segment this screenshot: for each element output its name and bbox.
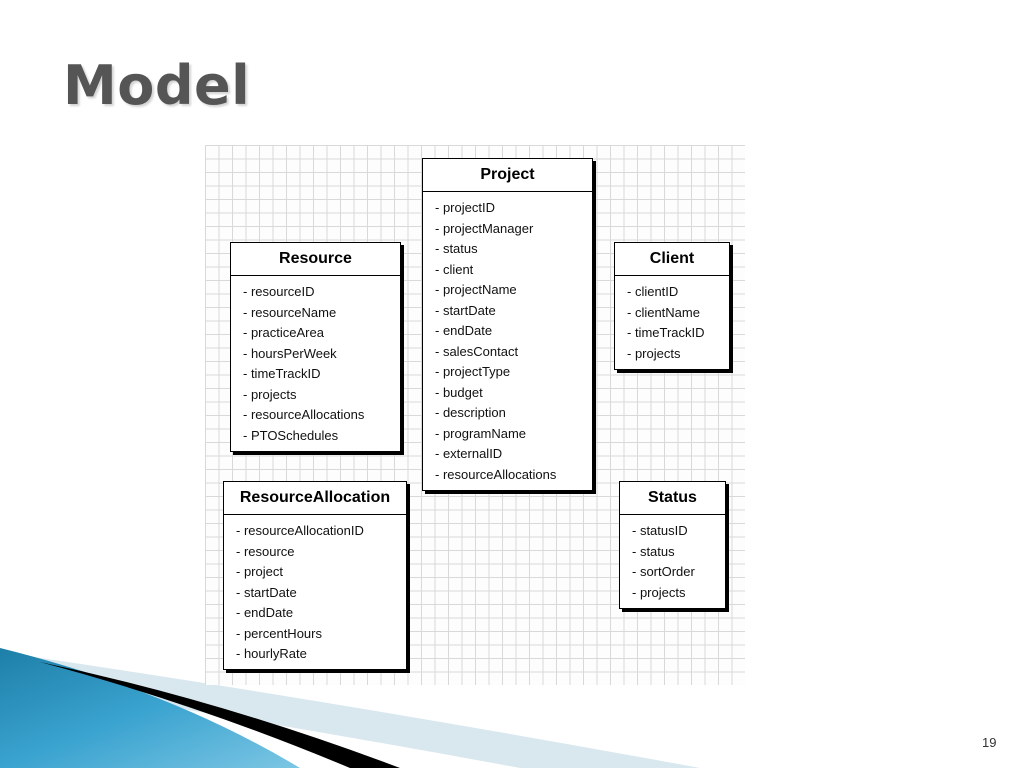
- attribute-item: - projects: [627, 345, 681, 361]
- attribute-item: - startDate: [236, 584, 297, 600]
- attribute-item: - client: [435, 261, 474, 277]
- attribute-list: - statusID - status - sortOrder - projec…: [620, 515, 725, 603]
- entity-resource-allocation: ResourceAllocation - resourceAllocationI…: [223, 481, 407, 670]
- entity-title: ResourceAllocation: [224, 482, 406, 515]
- attribute-item: - resource: [236, 543, 295, 559]
- attribute-item: - status: [632, 543, 675, 559]
- attribute-item: - resourceID: [243, 284, 315, 299]
- attribute-item: - practiceArea: [243, 325, 324, 340]
- attribute-item: - programName: [435, 425, 527, 441]
- attribute-item: - timeTrackID: [627, 325, 705, 340]
- swoosh-black-band: [40, 662, 400, 768]
- entity-title: Resource: [231, 243, 400, 276]
- attribute-item: - hoursPerWeek: [243, 345, 337, 361]
- attribute-item: - projectID: [435, 200, 495, 215]
- entity-client: Client - clientID - clientName - timeTra…: [614, 242, 730, 370]
- attribute-item: - resourceAllocations: [243, 407, 365, 422]
- attribute-list: - clientID - clientName - timeTrackID - …: [615, 276, 729, 364]
- attribute-item: - description: [435, 405, 506, 420]
- attribute-item: - externalID: [435, 446, 503, 461]
- attribute-item: - clientName: [627, 304, 700, 320]
- entity-title: Status: [620, 482, 725, 515]
- entity-title: Client: [615, 243, 729, 276]
- attribute-item: - project: [236, 564, 283, 579]
- attribute-item: - salesContact: [435, 343, 519, 359]
- attribute-item: - endDate: [435, 323, 493, 338]
- attribute-item: - percentHours: [236, 625, 322, 641]
- attribute-item: - projectName: [435, 282, 517, 297]
- attribute-item: - budget: [435, 384, 483, 400]
- attribute-item: - resourceAllocationID: [236, 523, 364, 538]
- attribute-item: - timeTrackID: [243, 366, 321, 381]
- attribute-item: - projects: [243, 386, 297, 402]
- slide-number: 19: [982, 735, 997, 750]
- attribute-item: - PTOSchedules: [243, 427, 339, 443]
- swoosh-light-band: [0, 652, 700, 768]
- attribute-item: - resourceName: [243, 304, 337, 320]
- slide-title: Model: [63, 54, 251, 117]
- class-diagram: Project - projectID - projectManager - s…: [205, 145, 745, 685]
- entity-title: Project: [423, 159, 592, 192]
- swoosh-blue-band: [0, 648, 300, 768]
- attribute-list: - projectID - projectManager - status - …: [423, 192, 592, 485]
- attribute-item: - clientID: [627, 284, 679, 299]
- attribute-item: - projectManager: [435, 220, 534, 236]
- attribute-item: - projectType: [435, 364, 511, 379]
- entity-project: Project - projectID - projectManager - s…: [422, 158, 593, 491]
- attribute-item: - status: [435, 241, 478, 256]
- attribute-item: - startDate: [435, 302, 496, 318]
- attribute-item: - sortOrder: [632, 564, 695, 579]
- attribute-list: - resourceID - resourceName - practiceAr…: [231, 276, 400, 446]
- attribute-item: - resourceAllocations: [435, 466, 557, 482]
- attribute-item: - hourlyRate: [236, 646, 307, 661]
- entity-resource: Resource - resourceID - resourceName - p…: [230, 242, 401, 452]
- attribute-item: - endDate: [236, 605, 294, 620]
- attribute-item: - statusID: [632, 523, 688, 538]
- attribute-list: - resourceAllocationID - resource - proj…: [224, 515, 406, 665]
- entity-status: Status - statusID - status - sortOrder -…: [619, 481, 726, 609]
- attribute-item: - projects: [632, 584, 686, 600]
